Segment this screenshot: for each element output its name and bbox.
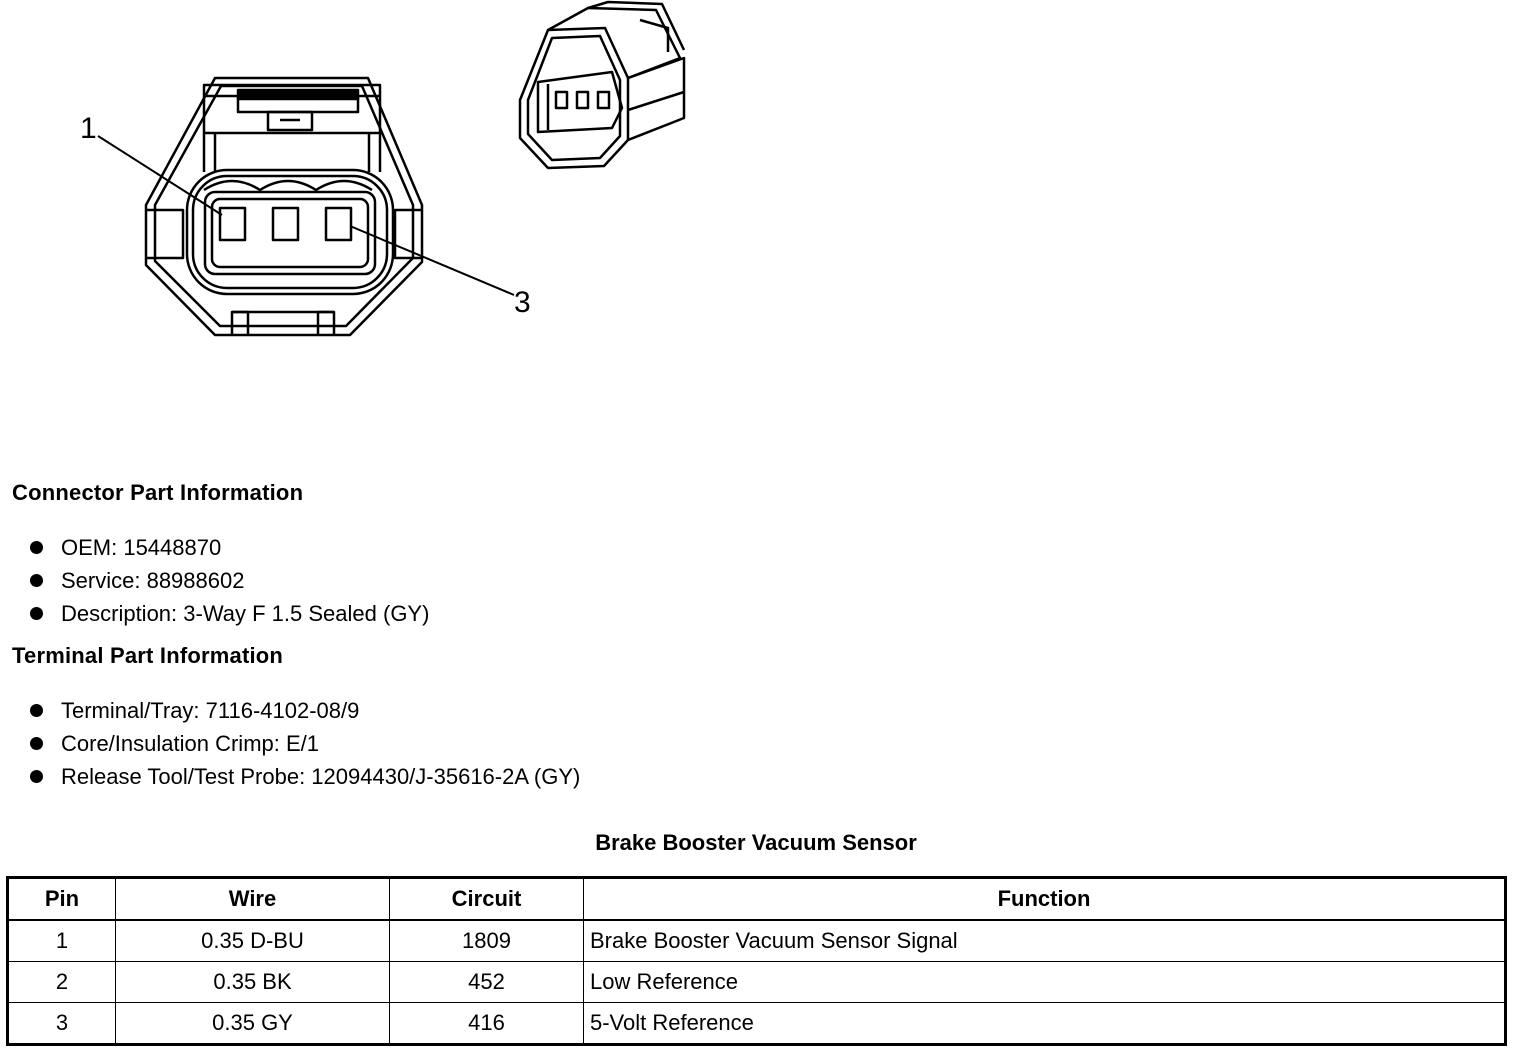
list-item: Release Tool/Test Probe: 12094430/J-3561… (30, 760, 580, 793)
table-row: 2 0.35 BK 452 Low Reference (7, 961, 1506, 1003)
column-header-function: Function (583, 877, 1506, 921)
table-header-row: Pin Wire Circuit Function (7, 877, 1506, 921)
callout-leader-3 (349, 225, 515, 296)
callout-label-1: 1 (80, 112, 97, 145)
connector-latch (202, 83, 382, 135)
cell-function: Low Reference (583, 961, 1506, 1003)
list-item: Core/Insulation Crimp: E/1 (30, 727, 580, 760)
cell-pin: 3 (7, 1002, 116, 1045)
cell-pin: 1 (7, 919, 116, 962)
terminal-cavity-3 (324, 206, 353, 242)
list-item: OEM: 15448870 (30, 531, 429, 564)
callout-leader-1 (97, 135, 223, 216)
terminal-info-list: Terminal/Tray: 7116-4102-08/9 Core/Insul… (30, 694, 580, 793)
connector-info-list: OEM: 15448870 Service: 88988602 Descript… (30, 531, 429, 630)
list-item: Service: 88988602 (30, 564, 429, 597)
terminal-info-title: Terminal Part Information (12, 643, 284, 668)
cell-circuit: 452 (389, 961, 584, 1003)
callout-label-3: 3 (514, 286, 531, 319)
cell-circuit: 416 (389, 1002, 584, 1045)
connector-diagram: 1 3 (80, 0, 686, 337)
table-row: 3 0.35 GY 416 5-Volt Reference (7, 1002, 1506, 1045)
terminal-cavity-2 (271, 206, 300, 242)
cell-wire: 0.35 GY (115, 1002, 390, 1045)
column-header-pin: Pin (7, 877, 116, 921)
cell-wire: 0.35 D-BU (115, 919, 390, 962)
terminal-face (203, 190, 377, 276)
connector-isometric-view (518, 0, 686, 170)
list-item: Terminal/Tray: 7116-4102-08/9 (30, 694, 580, 727)
pinout-table: Pin Wire Circuit Function 1 0.35 D-BU 18… (6, 876, 1507, 1046)
list-item: Description: 3-Way F 1.5 Sealed (GY) (30, 597, 429, 630)
connector-housing-outline (144, 76, 424, 337)
connector-seal (185, 168, 395, 296)
cell-pin: 2 (7, 961, 116, 1003)
terminal-cavity-1 (218, 206, 247, 242)
column-header-circuit: Circuit (389, 877, 584, 921)
cell-function: Brake Booster Vacuum Sensor Signal (583, 919, 1506, 962)
cell-circuit: 1809 (389, 919, 584, 962)
table-caption: Brake Booster Vacuum Sensor (595, 830, 917, 855)
cell-function: 5-Volt Reference (583, 1002, 1506, 1045)
cell-wire: 0.35 BK (115, 961, 390, 1003)
connector-info-title: Connector Part Information (12, 480, 304, 505)
column-header-wire: Wire (115, 877, 390, 921)
table-row: 1 0.35 D-BU 1809 Brake Booster Vacuum Se… (7, 919, 1506, 962)
